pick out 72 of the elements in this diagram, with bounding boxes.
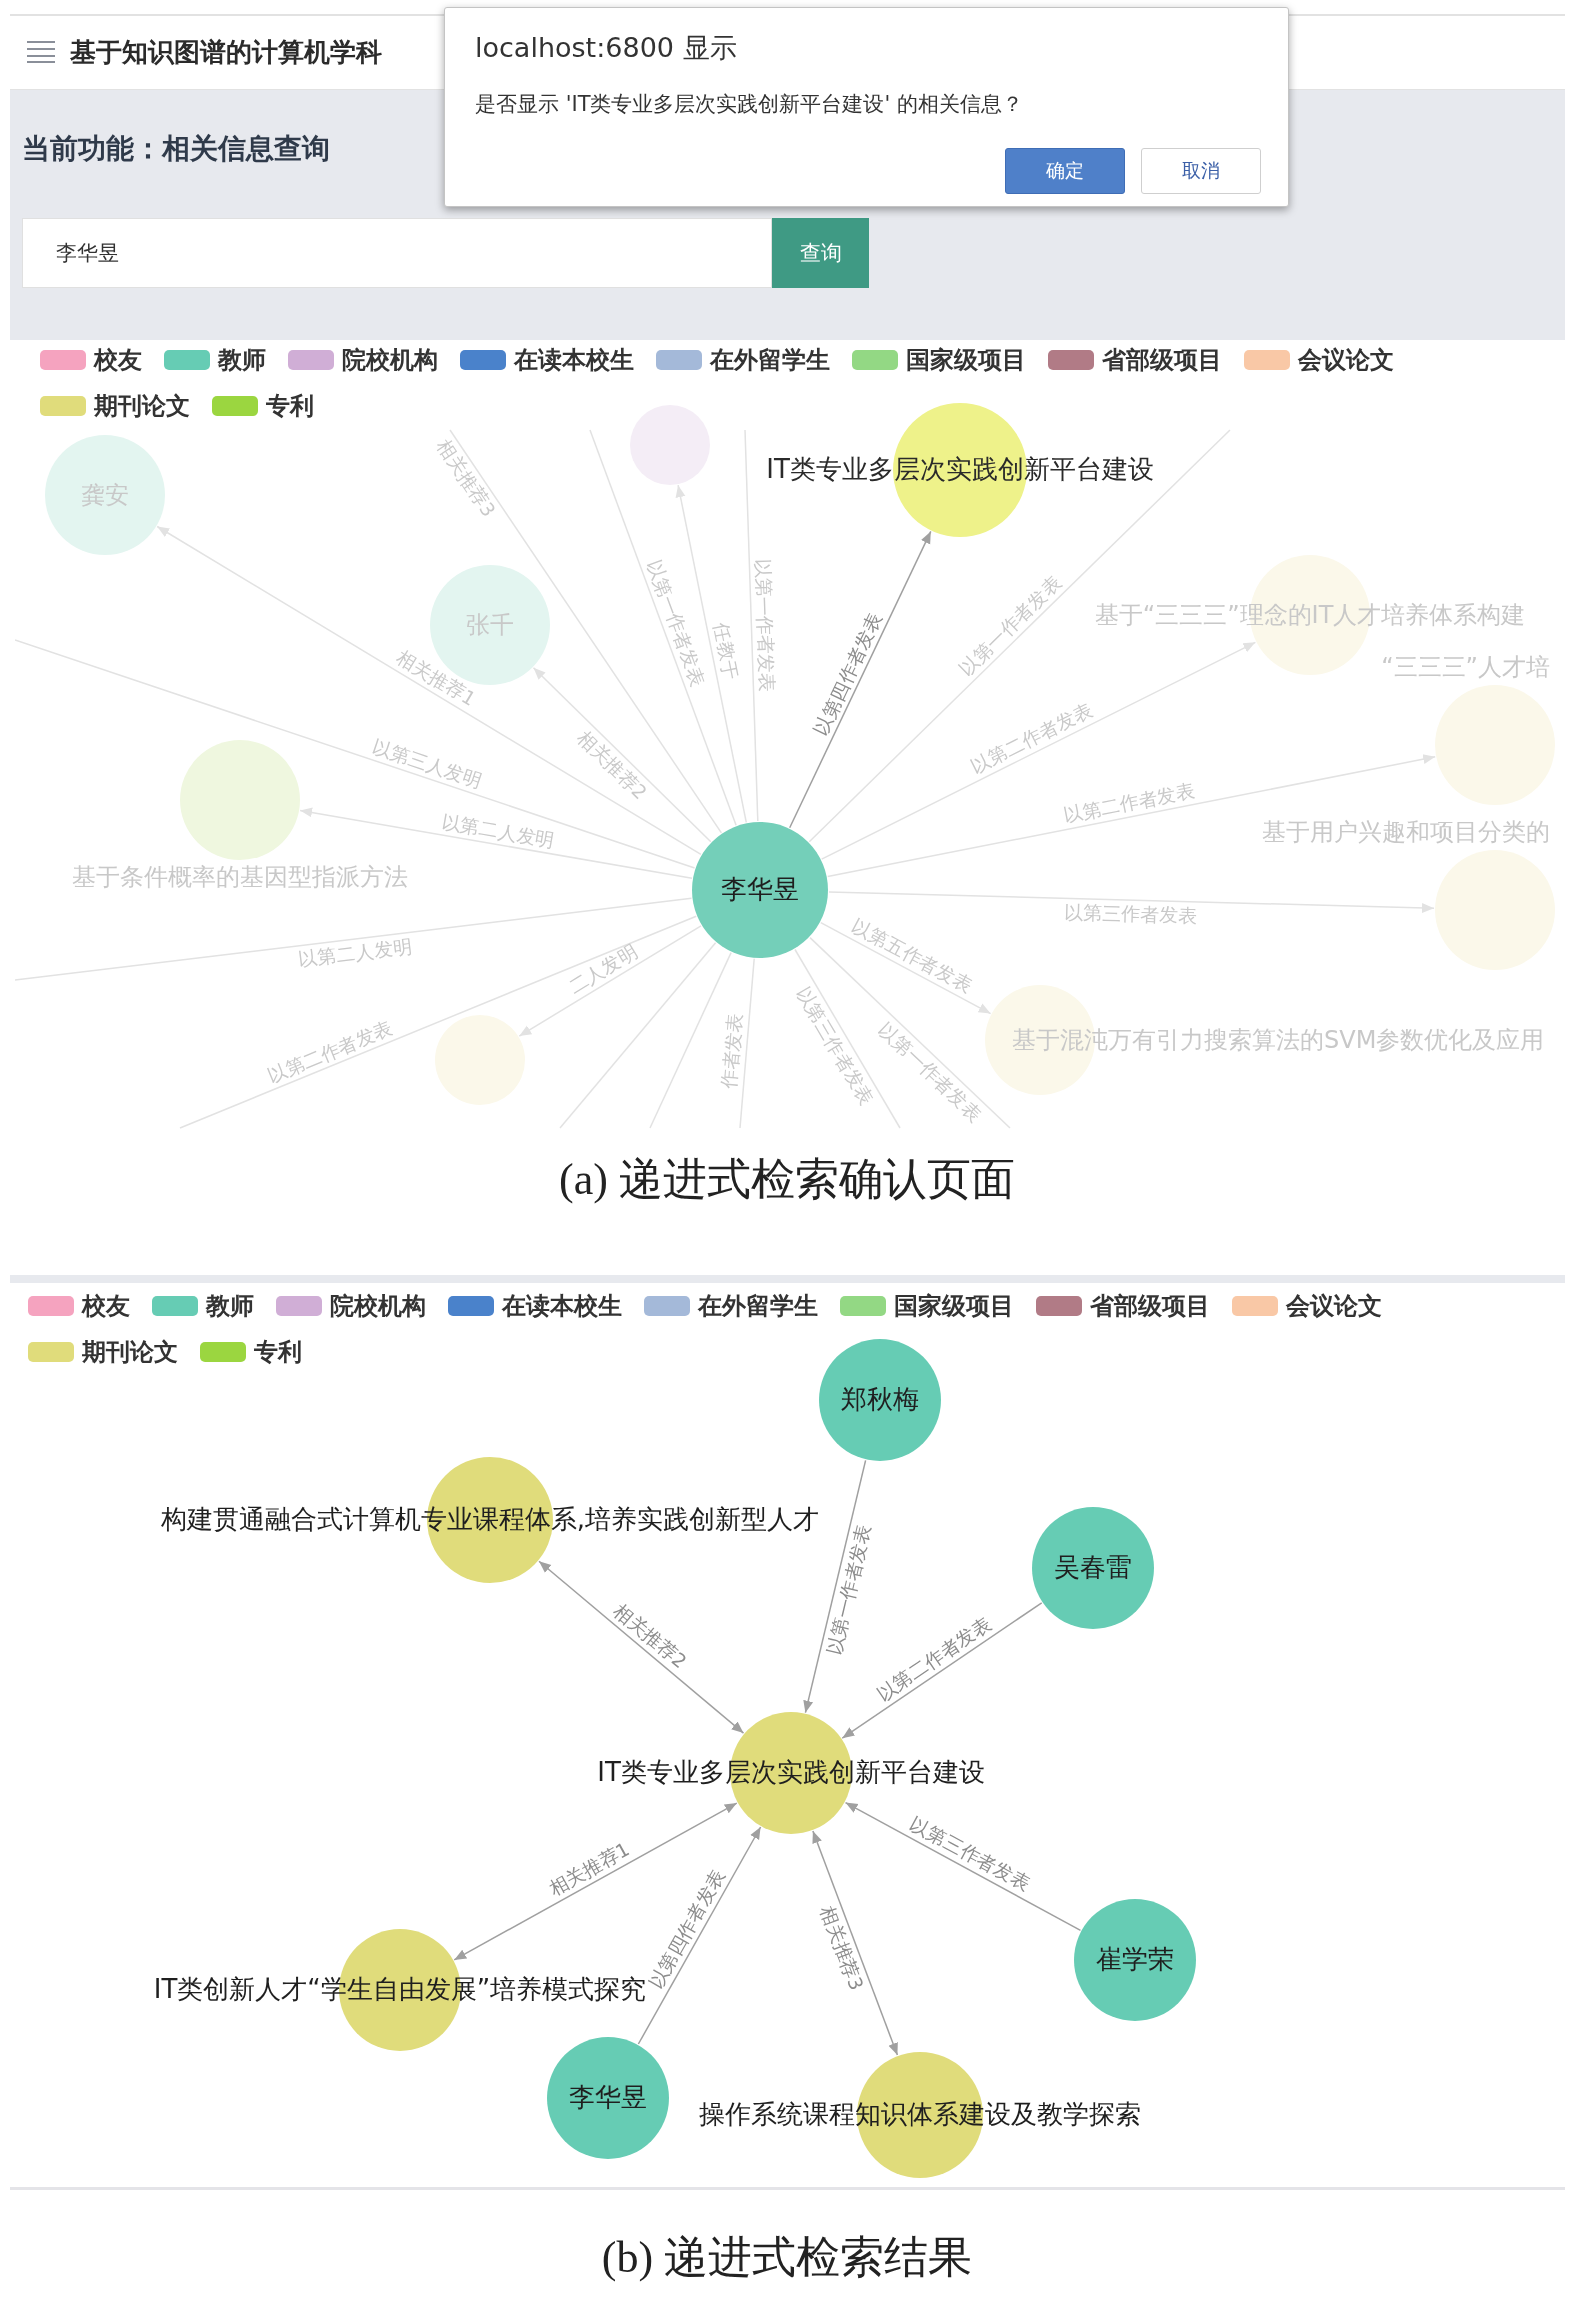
edge-label: 以第四作者发表 — [644, 1865, 730, 1992]
legend-label: 在外留学生 — [710, 345, 830, 376]
legend-label: 国家级项目 — [906, 345, 1026, 376]
arrow — [675, 484, 748, 824]
connector-line — [649, 951, 732, 1129]
legend-label: 会议论文 — [1286, 1291, 1382, 1322]
connector-line — [559, 942, 717, 1129]
legend-label: 专利 — [266, 391, 314, 422]
arrow — [841, 1602, 1043, 1739]
arrow — [788, 530, 932, 829]
legend-label: 期刊论文 — [94, 391, 190, 422]
search-button: 查询 — [772, 218, 869, 288]
arrow — [156, 525, 702, 856]
app-title: 基于知识图谱的计算机学科 — [70, 36, 382, 69]
double-arrow — [538, 1560, 745, 1734]
dialog-message: 是否显示 'IT类专业多层次实践创新平台建设' 的相关信息？ — [475, 91, 1023, 118]
edge-label: 相关推荐1 — [544, 1837, 633, 1901]
legend-label: 在读本校生 — [514, 345, 634, 376]
edge-label: 相关推荐3 — [815, 1902, 869, 1994]
legend-label: 专利 — [254, 1337, 302, 1368]
connector-line — [179, 915, 697, 1129]
connector-line — [15, 897, 693, 981]
legend-label: 教师 — [218, 345, 266, 376]
dialog-title: localhost:6800 显示 — [475, 31, 737, 65]
node-label: 李华昱 — [721, 874, 799, 906]
connector-line — [449, 429, 723, 834]
legend-label: 在读本校生 — [502, 1291, 622, 1322]
connector-line — [739, 958, 755, 1129]
arrow — [820, 921, 992, 1015]
legend-label: 在外留学生 — [698, 1291, 818, 1322]
arrow — [826, 754, 1436, 878]
connector-line — [15, 639, 696, 869]
connector-line — [744, 429, 759, 822]
node-label: 郑秋梅 — [841, 1384, 919, 1416]
search-field: 李华昱 — [22, 218, 772, 288]
connector-line — [809, 936, 1011, 1129]
arrow — [518, 925, 702, 1037]
connector-line — [808, 429, 1231, 843]
arrow — [820, 641, 1257, 860]
node-circle — [692, 822, 828, 958]
legend-label: 院校机构 — [342, 345, 438, 376]
arrow — [299, 807, 693, 879]
legend-label: 院校机构 — [330, 1291, 426, 1322]
node-label: 崔学荣 — [1096, 1944, 1174, 1976]
legend-label: 期刊论文 — [82, 1337, 178, 1368]
legend-label: 国家级项目 — [894, 1291, 1014, 1322]
connector-line — [589, 429, 737, 827]
arrow — [637, 1826, 762, 2045]
edge-label: 以第三作者发表 — [905, 1812, 1034, 1896]
arrow — [844, 1801, 1082, 1932]
arrow — [803, 1459, 867, 1714]
node-label: IT类专业多层次实践创新平台建设 — [766, 454, 1154, 486]
confirm-button: 确定 — [1005, 148, 1125, 194]
double-arrow — [453, 1802, 738, 1961]
legend-label: 省部级项目 — [1090, 1291, 1210, 1322]
arrow — [532, 666, 712, 843]
arrow — [828, 891, 1435, 913]
figure-caption: (a) 递进式检索确认页面 — [559, 1154, 1015, 1206]
cancel-button: 取消 — [1141, 148, 1261, 194]
legend-label: 教师 — [206, 1291, 254, 1322]
figure-caption: (b) 递进式检索结果 — [601, 2232, 973, 2284]
connector-line — [794, 948, 901, 1129]
legend-label: 校友 — [82, 1291, 130, 1322]
edge-label: 相关推荐2 — [609, 1599, 692, 1674]
legend-label: 校友 — [94, 345, 142, 376]
page-heading: 当前功能：相关信息查询 — [22, 131, 330, 167]
node-label: 吴春雷 — [1054, 1552, 1132, 1584]
edge-label: 以第四作者发表 — [808, 608, 887, 739]
legend-label: 省部级项目 — [1102, 345, 1222, 376]
node-label: 李华昱 — [569, 2082, 647, 2114]
double-arrow — [812, 1830, 899, 2056]
legend-label: 会议论文 — [1298, 345, 1394, 376]
